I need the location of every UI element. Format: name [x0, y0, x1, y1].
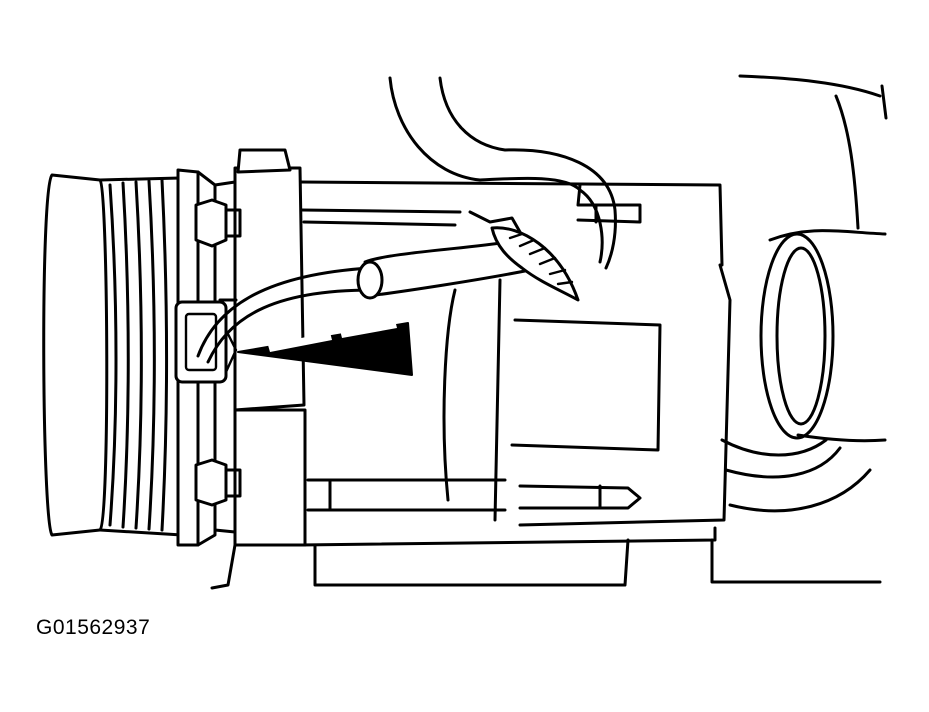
cable-tie: [490, 226, 580, 302]
discharge-pipe: [720, 229, 887, 513]
wiring-harness: [196, 210, 532, 364]
lower-rods: [306, 203, 642, 512]
figure-id-label: G01562937: [36, 616, 151, 639]
nut-icon: [194, 198, 242, 507]
arrow-icon: [237, 320, 413, 376]
compressor-body: [210, 180, 882, 590]
electrical-connector: [174, 300, 238, 384]
upper-hose: [388, 74, 888, 270]
